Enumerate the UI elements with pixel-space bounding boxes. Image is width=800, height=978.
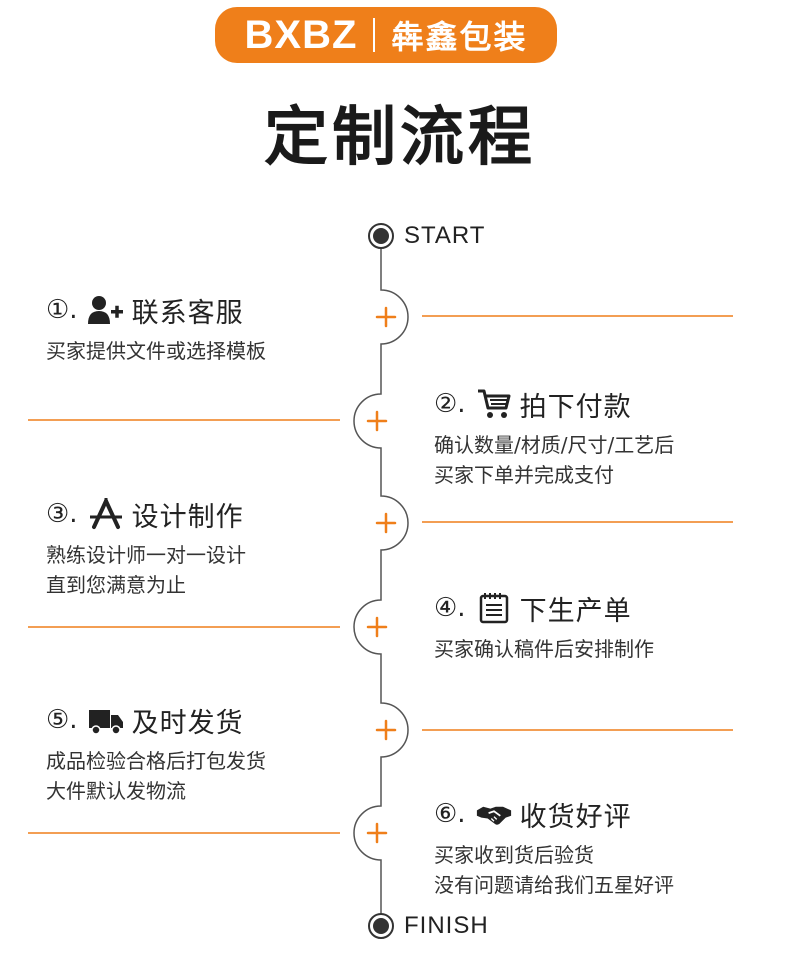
step-review: ⑥. 收货好评 买家收到货后验货 没有问题请给我们五星好评 — [434, 794, 764, 900]
step-number: ⑤. — [46, 705, 78, 735]
step-desc-line: 成品检验合格后打包发货 — [46, 749, 266, 773]
step-desc-line: 确认数量/材质/尺寸/工艺后 — [434, 433, 675, 457]
step-title: 及时发货 — [131, 707, 244, 739]
step-title: 设计制作 — [131, 501, 244, 533]
step-design: ③. 设计制作 熟练设计师一对一设计 直到您满意为止 — [46, 494, 376, 600]
plus-icon — [375, 306, 397, 328]
step-title: 下生产单 — [519, 595, 632, 627]
step-desc-line: 没有问题请给我们五星好评 — [434, 873, 674, 897]
design-tool-icon — [88, 498, 124, 530]
finish-marker-icon — [368, 913, 394, 939]
brand-name-cn: 犇鑫包装 — [391, 18, 528, 56]
step-title: 拍下付款 — [519, 391, 632, 423]
handshake-icon — [476, 798, 512, 830]
brand-name-en: BXBZ — [244, 12, 358, 57]
step-title: 收货好评 — [519, 801, 632, 833]
step-desc-line: 买家下单并完成支付 — [434, 463, 614, 487]
step-payment: ②. 拍下付款 确认数量/材质/尺寸/工艺后 买家下单并完成支付 — [434, 384, 764, 490]
brand-badge: BXBZ 犇鑫包装 — [215, 7, 557, 63]
step-production-order: ④. 下生产单 买家确认稿件后安排制作 — [434, 588, 764, 664]
step-title: 联系客服 — [131, 297, 244, 329]
plus-icon — [375, 719, 397, 741]
step-number: ③. — [46, 499, 78, 529]
plus-icon — [366, 616, 388, 638]
step-desc-line: 直到您满意为止 — [46, 573, 186, 597]
add-user-icon — [87, 294, 124, 326]
step-number: ⑥. — [434, 799, 466, 829]
page-title: 定制流程 — [264, 100, 536, 175]
brand-separator — [373, 18, 376, 52]
timeline-spine — [353, 236, 409, 926]
shopping-cart-icon — [476, 388, 512, 420]
notepad-icon — [476, 592, 512, 624]
delivery-truck-icon — [88, 704, 124, 736]
plus-icon — [366, 822, 388, 844]
step-number: ①. — [46, 295, 78, 325]
step-shipping: ⑤. 及时发货 成品检验合格后打包发货 大件默认发物流 — [46, 700, 376, 806]
step-desc-line: 买家提供文件或选择模板 — [46, 339, 266, 363]
step-contact-service: ①. 联系客服 买家提供文件或选择模板 — [46, 290, 376, 366]
step-desc-line: 买家收到货后验货 — [434, 843, 594, 867]
start-marker-icon — [368, 223, 394, 249]
step-desc-line: 大件默认发物流 — [46, 779, 186, 803]
step-desc-line: 熟练设计师一对一设计 — [46, 543, 246, 567]
step-desc-line: 买家确认稿件后安排制作 — [434, 637, 654, 661]
step-number: ②. — [434, 389, 466, 419]
step-number: ④. — [434, 593, 466, 623]
plus-icon — [375, 512, 397, 534]
plus-icon — [366, 410, 388, 432]
finish-label: FINISH — [404, 912, 489, 939]
start-label: START — [404, 222, 486, 249]
